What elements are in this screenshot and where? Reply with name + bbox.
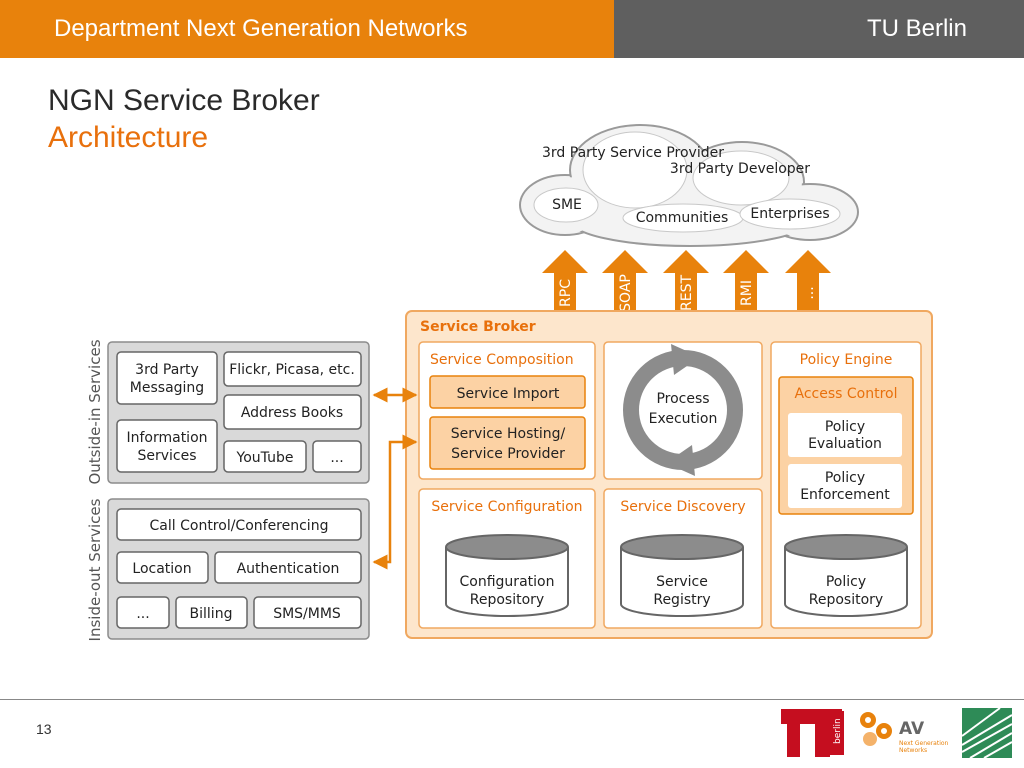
service-configuration: Service Configuration Configuration Repo…: [418, 488, 596, 629]
youtube: YouTube: [236, 450, 294, 466]
location: Location: [132, 561, 191, 577]
protocol-rmi: RMI: [739, 280, 755, 306]
sms-mms: SMS/MMS: [273, 606, 341, 622]
protocol-rpc: RPC: [558, 279, 574, 307]
service-composition: Service Composition Service Import Servi…: [418, 341, 596, 480]
av-logo-text: AV: [899, 719, 925, 739]
policy-repository: Policy Repository: [784, 534, 908, 617]
cloud: 3rd Party Service Provider 3rd Party Dev…: [519, 124, 859, 247]
configuration-repository-line1: Configuration: [460, 574, 555, 590]
policy-repository-line2: Repository: [809, 592, 883, 608]
call-control-conferencing: Call Control/Conferencing: [150, 518, 329, 534]
cloud-communities: Communities: [636, 210, 729, 226]
footer-divider: [0, 699, 1024, 700]
process-execution: Process Execution: [603, 341, 763, 480]
av-logo-sub-line1: Next Generation: [899, 740, 949, 747]
slide-subtitle: Architecture: [48, 121, 209, 154]
policy-repository-line1: Policy: [826, 574, 866, 590]
outside-in-label: Outside-in Services: [86, 339, 104, 484]
protocol-more: ...: [801, 286, 817, 299]
service-discovery: Service Discovery Service Registry: [603, 488, 763, 629]
policy-enforcement-line1: Policy: [825, 470, 865, 486]
av-logo: AV Next Generation Networks: [860, 712, 949, 754]
cloud-3rd-party-service-provider: 3rd Party Service Provider: [542, 145, 724, 161]
service-discovery-title: Service Discovery: [620, 499, 745, 515]
cloud-sme: SME: [552, 197, 582, 213]
service-composition-title: Service Composition: [430, 352, 574, 368]
outside-in-services: Outside-in Services 3rd Party Messaging …: [86, 339, 370, 485]
tu-berlin-logo-text: berlin: [833, 718, 843, 744]
protocol-soap: SOAP: [618, 274, 634, 312]
cloud-3rd-party-developer: 3rd Party Developer: [670, 161, 810, 177]
authentication: Authentication: [237, 561, 340, 577]
header-university: TU Berlin: [614, 0, 1024, 58]
slide-title: NGN Service Broker: [48, 84, 320, 117]
address-books: Address Books: [241, 405, 343, 421]
header-department: Department Next Generation Networks: [0, 0, 614, 58]
cloud-enterprises: Enterprises: [750, 206, 829, 222]
connector-arrows: [372, 387, 418, 570]
process-execution-line2: Execution: [649, 411, 718, 427]
third-party-messaging-line2: Messaging: [130, 380, 204, 396]
tu-berlin-logo: berlin: [781, 709, 844, 757]
av-logo-sub-line2: Networks: [899, 747, 927, 754]
policy-evaluation-line1: Policy: [825, 419, 865, 435]
third-party-messaging-line1: 3rd Party: [135, 362, 199, 378]
protocol-rest: REST: [679, 275, 695, 311]
service-registry-line2: Registry: [653, 592, 710, 608]
service-import: Service Import: [457, 386, 560, 402]
flickr-picasa: Flickr, Picasa, etc.: [229, 362, 355, 378]
information-services-line1: Information: [126, 430, 207, 446]
policy-engine-title: Policy Engine: [800, 352, 893, 368]
billing: Billing: [190, 606, 233, 622]
information-services-line2: Services: [137, 448, 196, 464]
service-hosting-line2: Service Provider: [451, 446, 565, 462]
page-number: 13: [36, 721, 52, 737]
configuration-repository-line2: Repository: [470, 592, 544, 608]
service-configuration-title: Service Configuration: [431, 499, 582, 515]
access-control-title: Access Control: [795, 386, 898, 402]
outside-in-more: ...: [330, 450, 343, 466]
inside-out-more: ...: [136, 606, 149, 622]
service-broker-title: Service Broker: [420, 319, 536, 335]
green-logo: [961, 707, 1013, 759]
policy-evaluation-line2: Evaluation: [808, 436, 882, 452]
service-registry-line1: Service: [656, 574, 708, 590]
service-hosting-line1: Service Hosting/: [451, 426, 566, 442]
service-broker: Service Broker Service Composition Servi…: [405, 310, 933, 639]
policy-enforcement-line2: Enforcement: [800, 487, 890, 503]
inside-out-label: Inside-out Services: [86, 498, 104, 641]
inside-out-services: Inside-out Services Call Control/Confere…: [86, 498, 370, 641]
process-execution-line1: Process: [656, 391, 709, 407]
